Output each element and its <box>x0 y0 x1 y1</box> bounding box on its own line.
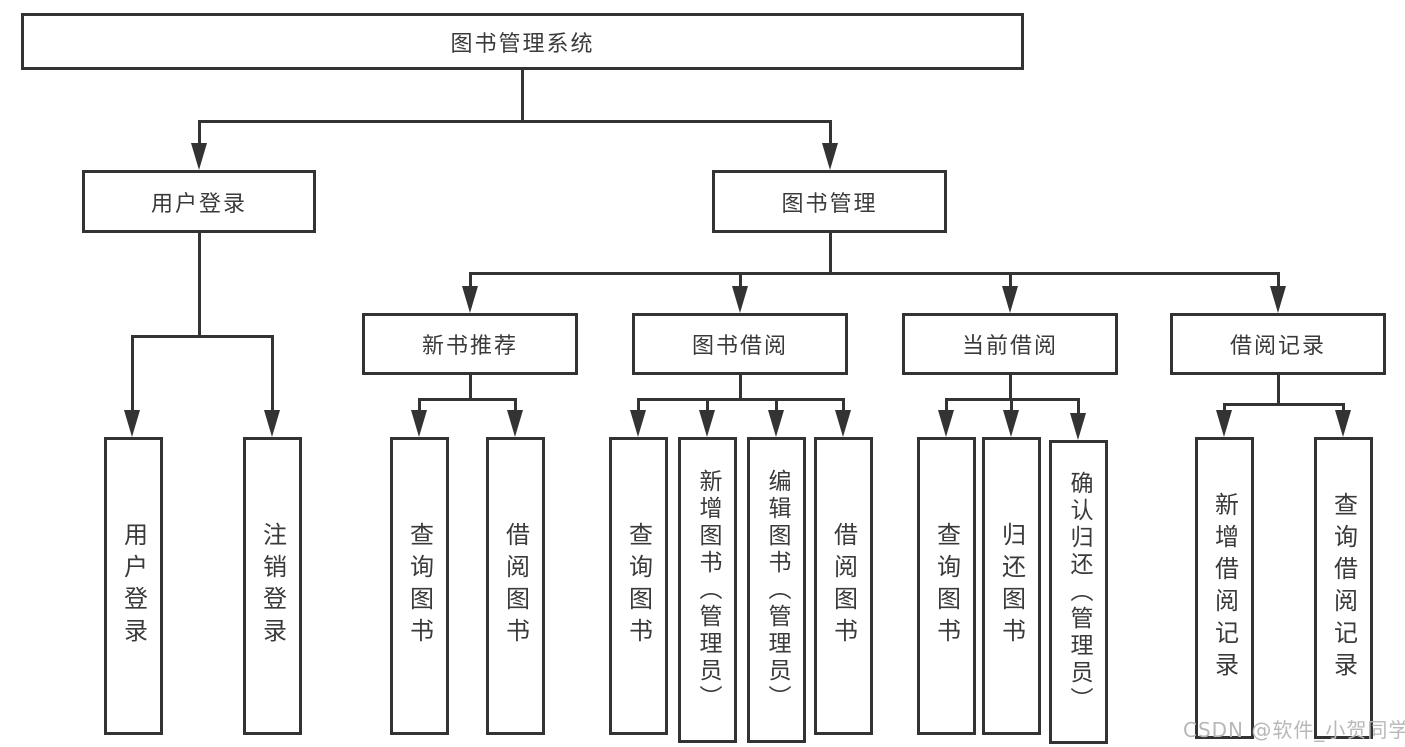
connector-drop-c1 <box>637 398 640 414</box>
connector-drop-e2 <box>1342 403 1345 415</box>
connector-drop-leaf-user-login <box>131 335 134 415</box>
leaf-confirm-return-admin-label: 确认归还（管理员） <box>1066 470 1092 714</box>
connector-bookmgmt-stem <box>829 233 832 272</box>
connector-bookborrow-stem <box>739 375 742 398</box>
watermark: CSDN @软件_小贺同学 <box>1183 718 1405 742</box>
leaf-query-books-recommend-label: 查询图书 <box>405 522 434 650</box>
connector-userlogin-stem <box>198 233 201 335</box>
node-book-borrow-label: 图书借阅 <box>691 334 788 359</box>
connector-drop-book-management <box>829 120 832 150</box>
node-borrow-records: 借阅记录 <box>1170 313 1386 375</box>
leaf-query-books-current: 查询图书 <box>917 437 976 735</box>
connector-currentborrow-stem <box>1009 375 1012 398</box>
arrowhead-book-management <box>822 143 838 170</box>
connector-records-rail <box>1223 403 1345 406</box>
connector-drop-d3 <box>1077 398 1080 416</box>
arrowhead-current-borrow <box>1002 286 1018 313</box>
arrowhead-c1 <box>630 410 646 437</box>
leaf-query-borrow-record: 查询借阅记录 <box>1314 437 1373 739</box>
arrowhead-new-book <box>462 286 478 313</box>
arrowhead-c3 <box>768 410 784 437</box>
arrowhead-c2 <box>699 410 715 437</box>
node-new-book-recommend-label: 新书推荐 <box>421 334 518 359</box>
leaf-query-books-borrow: 查询图书 <box>609 437 668 735</box>
arrowhead-leaf-logout <box>264 410 280 437</box>
node-new-book-recommend: 新书推荐 <box>362 313 578 375</box>
node-borrow-records-label: 借阅记录 <box>1229 334 1326 359</box>
node-user-login-label: 用户登录 <box>150 191 247 217</box>
arrowhead-b2 <box>507 410 523 437</box>
connector-drop-b1 <box>418 398 421 414</box>
leaf-query-borrow-record-label: 查询借阅记录 <box>1329 492 1358 684</box>
arrowhead-user-login <box>191 143 207 170</box>
arrowhead-book-borrow <box>732 286 748 313</box>
leaf-borrow-books-label: 借阅图书 <box>829 522 858 650</box>
connector-drop-c3 <box>775 398 778 414</box>
node-root: 图书管理系统 <box>21 13 1024 70</box>
leaf-edit-books-admin-label: 编辑图书（管理员） <box>764 468 790 712</box>
arrowhead-leaf-user-login <box>124 410 140 437</box>
leaf-query-books-borrow-label: 查询图书 <box>624 522 653 650</box>
leaf-borrow-books-recommend-label: 借阅图书 <box>501 522 530 650</box>
arrowhead-c4 <box>835 410 851 437</box>
connector-drop-e1 <box>1223 403 1226 415</box>
leaf-user-login: 用户登录 <box>104 437 163 735</box>
node-book-management-label: 图书管理 <box>781 191 878 217</box>
node-current-borrow: 当前借阅 <box>902 313 1118 375</box>
connector-drop-book-borrow <box>739 272 742 290</box>
leaf-return-books-label: 归还图书 <box>997 522 1026 650</box>
connector-newbook-stem <box>469 375 472 398</box>
connector-records-stem <box>1277 375 1280 403</box>
node-book-management: 图书管理 <box>712 170 947 233</box>
connector-drop-current-borrow <box>1009 272 1012 290</box>
leaf-add-borrow-record-label: 新增借阅记录 <box>1210 492 1239 684</box>
connector-drop-leaf-logout <box>271 335 274 415</box>
leaf-add-books-admin-label: 新增图书（管理员） <box>695 468 721 712</box>
connector-drop-new-book <box>469 272 472 290</box>
leaf-user-login-label: 用户登录 <box>119 522 148 650</box>
node-user-login: 用户登录 <box>82 170 316 233</box>
leaf-logout: 注销登录 <box>243 437 302 735</box>
leaf-add-borrow-record: 新增借阅记录 <box>1195 437 1254 739</box>
leaf-borrow-books-recommend: 借阅图书 <box>486 437 545 735</box>
leaf-query-books-recommend: 查询图书 <box>390 437 449 735</box>
leaf-borrow-books: 借阅图书 <box>814 437 873 735</box>
connector-root-stem <box>521 70 524 120</box>
connector-drop-user-login <box>198 120 201 150</box>
leaf-confirm-return-admin: 确认归还（管理员） <box>1049 440 1108 744</box>
connector-drop-borrow-records <box>1277 272 1280 290</box>
connector-drop-b2 <box>514 398 517 414</box>
connector-newbook-rail <box>418 398 517 401</box>
connector-drop-c2 <box>706 398 709 414</box>
arrowhead-d1 <box>938 410 954 437</box>
connector-root-rail <box>198 120 832 123</box>
node-book-borrow: 图书借阅 <box>632 313 848 375</box>
arrowhead-e1 <box>1216 410 1232 437</box>
arrowhead-d2 <box>1003 410 1019 437</box>
connector-bookborrow-rail <box>637 398 845 401</box>
arrowhead-d3 <box>1070 413 1086 440</box>
leaf-logout-label: 注销登录 <box>258 522 287 650</box>
connector-drop-d2 <box>1010 398 1013 414</box>
node-root-label: 图书管理系统 <box>450 31 595 57</box>
arrowhead-borrow-records <box>1270 286 1286 313</box>
arrowhead-b1 <box>411 410 427 437</box>
node-current-borrow-label: 当前借阅 <box>961 334 1058 359</box>
arrowhead-e2 <box>1335 410 1351 437</box>
leaf-add-books-admin: 新增图书（管理员） <box>678 437 737 743</box>
connector-drop-c4 <box>842 398 845 414</box>
connector-userlogin-rail <box>131 335 274 338</box>
connector-bookmgmt-rail <box>469 272 1280 275</box>
leaf-return-books: 归还图书 <box>982 437 1041 735</box>
leaf-edit-books-admin: 编辑图书（管理员） <box>747 437 806 743</box>
connector-drop-d1 <box>945 398 948 414</box>
leaf-query-books-current-label: 查询图书 <box>932 522 961 650</box>
